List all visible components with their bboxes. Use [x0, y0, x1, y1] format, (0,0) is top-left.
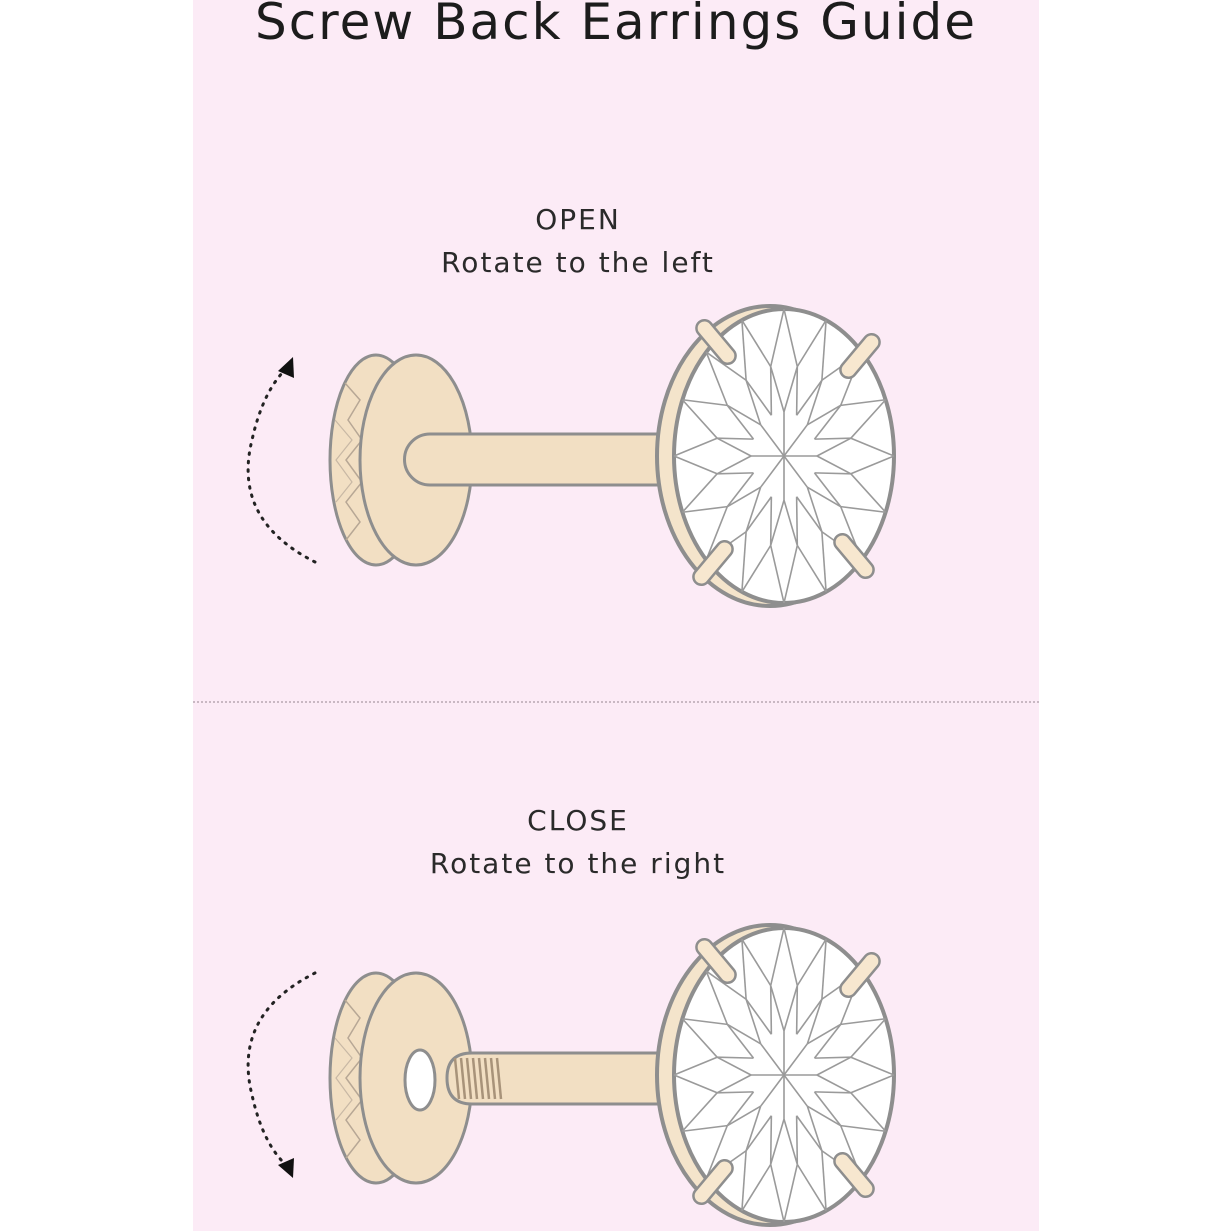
step-open-instruction: Rotate to the left	[441, 246, 715, 279]
step-close-instruction: Rotate to the right	[429, 847, 727, 880]
step-close-heading: CLOSE	[527, 804, 629, 837]
section-divider	[193, 701, 1039, 703]
earring-post	[403, 432, 664, 487]
counterclockwise-arrow-icon	[246, 357, 317, 564]
step-open-illustration	[246, 304, 896, 608]
guide-panel	[193, 0, 1039, 1231]
page-title: Screw Back Earrings Guide	[254, 0, 978, 51]
screw-back-icon	[328, 971, 474, 1185]
step-open-heading: OPEN	[535, 203, 621, 236]
threaded-post	[445, 1051, 664, 1106]
step-close-illustration	[246, 923, 896, 1227]
clockwise-arrow-icon	[246, 971, 317, 1178]
gemstone-icon	[655, 923, 896, 1227]
gemstone-icon	[655, 304, 896, 608]
